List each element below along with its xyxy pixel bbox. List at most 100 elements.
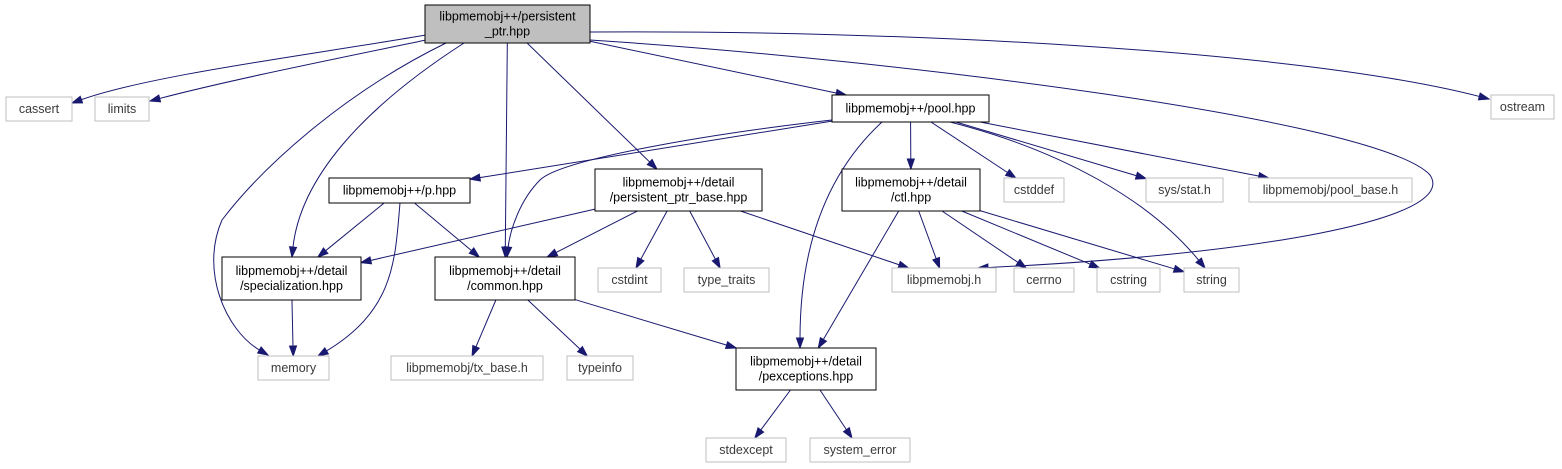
arrowhead bbox=[468, 247, 481, 258]
arrowhead bbox=[1477, 92, 1491, 101]
node-label: _ptr.hpp bbox=[484, 25, 530, 39]
arrowhead bbox=[817, 336, 828, 350]
edge-ctl-to-cstring bbox=[961, 210, 1101, 269]
node-box bbox=[841, 168, 981, 212]
node-specialization[interactable]: libpmemobj++/detail/specialization.hpp bbox=[221, 256, 362, 301]
edge-ptr_base-to-cstdint bbox=[635, 210, 668, 270]
node-box bbox=[891, 267, 997, 293]
node-label: cstddef bbox=[1014, 183, 1055, 197]
edge-pool-to-cstddef bbox=[930, 121, 1018, 179]
edge-line bbox=[414, 202, 473, 252]
edge-common-to-tx_base bbox=[471, 299, 497, 358]
edge-line bbox=[979, 121, 1260, 177]
node-label: libpmemobj++/detail bbox=[855, 176, 967, 190]
arrowhead bbox=[906, 158, 916, 171]
node-pool[interactable]: libpmemobj++/pool.hpp bbox=[831, 94, 990, 123]
arrowhead bbox=[148, 94, 162, 103]
edge-line bbox=[325, 202, 401, 352]
node-box bbox=[809, 437, 911, 463]
edge-line bbox=[949, 121, 1200, 262]
node-box bbox=[1490, 94, 1555, 120]
arrowhead bbox=[646, 158, 658, 171]
edge-line bbox=[799, 121, 883, 340]
arrowhead bbox=[1172, 264, 1186, 273]
arrowhead bbox=[795, 337, 805, 350]
edge-line bbox=[324, 202, 385, 252]
node-label: cstdint bbox=[611, 273, 648, 287]
node-label: libpmemobj.h bbox=[907, 273, 981, 287]
edge-ptr_base-to-libpmemobj bbox=[740, 210, 911, 269]
node-label: /specialization.hpp bbox=[240, 279, 343, 293]
node-p[interactable]: libpmemobj++/p.hpp bbox=[328, 177, 471, 204]
edge-line bbox=[554, 210, 638, 254]
arrowhead bbox=[316, 247, 329, 258]
edge-line bbox=[526, 42, 651, 164]
edge-p-to-specialization bbox=[316, 202, 385, 258]
node-persistent_ptr[interactable]: libpmemobj++/persistent_ptr.hpp bbox=[424, 4, 591, 44]
arrowhead bbox=[359, 256, 373, 265]
node-label: /common.hpp bbox=[467, 279, 543, 293]
edge-line bbox=[639, 210, 668, 261]
node-label: cerrno bbox=[1026, 273, 1061, 287]
edge-pool-to-ctl bbox=[906, 121, 916, 171]
node-cassert: cassert bbox=[5, 96, 73, 122]
node-label: typeinfo bbox=[578, 361, 622, 375]
edge-line bbox=[504, 42, 508, 249]
node-label: libpmemobj++/detail bbox=[623, 176, 735, 190]
node-label: type_traits bbox=[698, 273, 756, 287]
node-ctl[interactable]: libpmemobj++/detail/ctl.hpp bbox=[841, 168, 981, 212]
node-label: libpmemobj/tx_base.h bbox=[406, 361, 528, 375]
edge-line bbox=[292, 42, 465, 249]
edge-pool-to-p bbox=[468, 120, 833, 182]
node-box bbox=[434, 256, 576, 301]
node-ostream: ostream bbox=[1490, 94, 1555, 120]
node-system_error: system_error bbox=[809, 437, 911, 463]
edge-line bbox=[759, 389, 791, 432]
node-common[interactable]: libpmemobj++/detail/common.hpp bbox=[434, 256, 576, 301]
edge-line bbox=[527, 299, 582, 351]
edge-specialization-to-memory bbox=[288, 299, 298, 358]
edge-line bbox=[955, 121, 1138, 177]
node-box bbox=[424, 4, 591, 44]
edge-line bbox=[574, 299, 728, 346]
arrowhead bbox=[1004, 168, 1018, 179]
arrowhead bbox=[932, 256, 941, 270]
edge-common-to-pexceptions bbox=[574, 299, 738, 350]
node-box bbox=[1003, 177, 1065, 203]
node-libpmemobj: libpmemobj.h bbox=[891, 267, 997, 293]
node-box bbox=[1145, 177, 1224, 203]
node-cstdint: cstdint bbox=[597, 267, 662, 293]
edge-p-to-common bbox=[414, 202, 481, 258]
node-sysstat: sys/stat.h bbox=[1145, 177, 1224, 203]
node-label: libpmemobj++/detail bbox=[449, 264, 561, 278]
arrowhead bbox=[503, 246, 513, 259]
node-label: stdexcept bbox=[719, 443, 773, 457]
edge-ptr_base-to-specialization bbox=[359, 208, 596, 265]
arrowhead bbox=[545, 248, 559, 258]
arrowhead bbox=[316, 347, 330, 357]
node-box bbox=[5, 96, 73, 122]
node-label: cassert bbox=[19, 102, 60, 116]
node-box bbox=[683, 267, 770, 293]
node-label: string bbox=[1196, 273, 1227, 287]
node-cerrno: cerrno bbox=[1013, 267, 1075, 293]
edge-line bbox=[689, 210, 717, 261]
node-pexceptions[interactable]: libpmemobj++/detail/pexceptions.hpp bbox=[735, 347, 877, 391]
node-label: sys/stat.h bbox=[1158, 183, 1211, 197]
edge-persistent_ptr-to-ostream bbox=[589, 31, 1491, 101]
edge-line bbox=[819, 389, 848, 431]
edge-ctl-to-libpmemobj bbox=[918, 210, 941, 270]
node-string: string bbox=[1183, 267, 1240, 293]
node-label: cstring bbox=[1110, 273, 1147, 287]
node-box bbox=[1013, 267, 1075, 293]
node-box bbox=[735, 347, 877, 391]
node-type_traits: type_traits bbox=[683, 267, 770, 293]
edge-pool-to-pool_base bbox=[979, 121, 1271, 181]
node-ptr_base[interactable]: libpmemobj++/detail/persistent_ptr_base.… bbox=[594, 168, 763, 212]
node-label: limits bbox=[108, 102, 136, 116]
edges-layer bbox=[70, 31, 1491, 440]
edge-line bbox=[589, 39, 1434, 269]
node-label: /ctl.hpp bbox=[891, 191, 931, 205]
edge-line bbox=[589, 40, 838, 94]
